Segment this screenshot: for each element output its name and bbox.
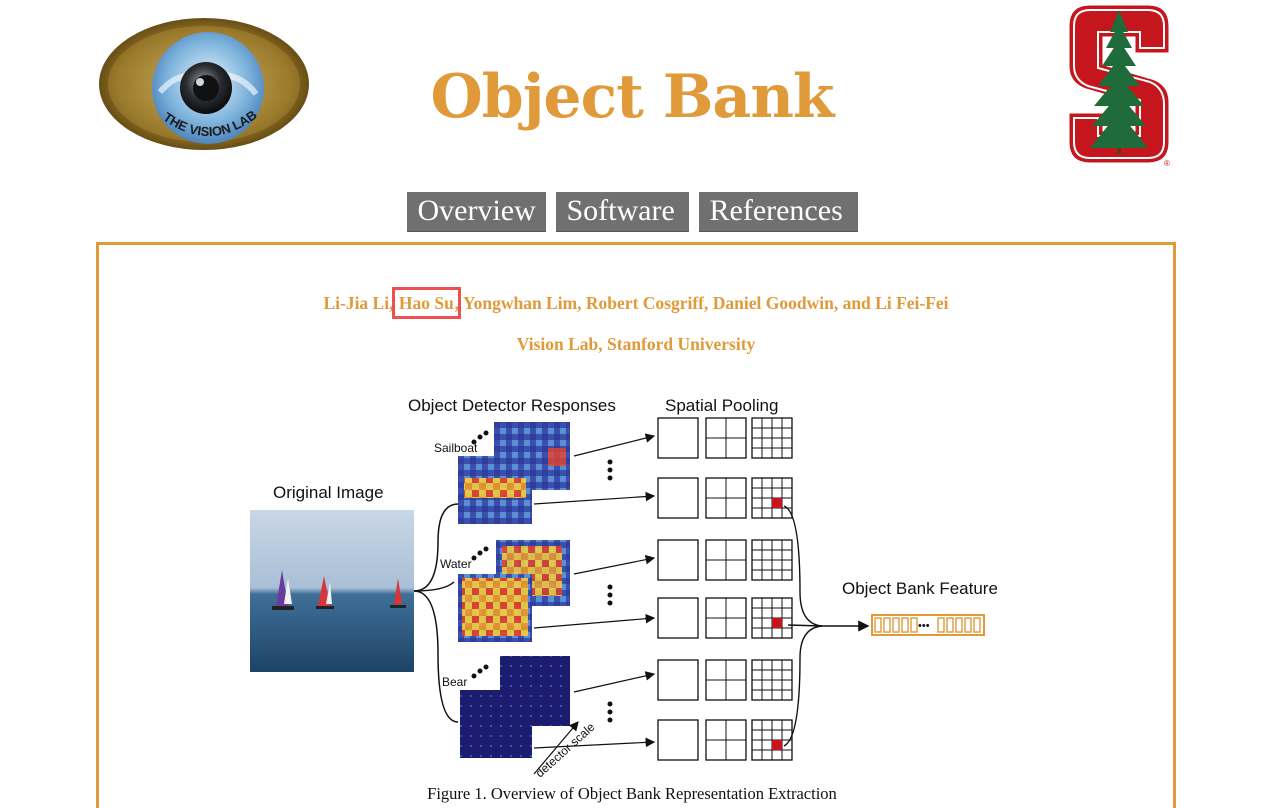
main-nav: Overview Software References [0, 192, 1264, 231]
feature-cell [964, 617, 972, 633]
nav-software[interactable]: Software [555, 192, 689, 231]
feature-cell [883, 617, 891, 633]
content-box: Li-Jia Li, Hao Su, Yongwhan Lim, Robert … [96, 242, 1176, 808]
affiliation: Vision Lab, Stanford University [516, 334, 756, 354]
pooling-grid-1x1 [657, 597, 699, 639]
pooling-grid-1x1 [657, 539, 699, 581]
row-label-sailboat: Sailboat [434, 441, 478, 455]
pooling-cell-highlight [772, 740, 782, 750]
label-object-bank-feature: Object Bank Feature [842, 579, 998, 598]
feature-cell [937, 617, 945, 633]
pooling-grid-1x1 [657, 659, 699, 701]
pooling-grid-1x1 [657, 417, 699, 459]
authors-before: Li-Jia Li, [323, 293, 398, 313]
spatial-pooling-grids [657, 417, 793, 761]
svg-text:•••: ••• [918, 620, 930, 632]
feature-cell [910, 617, 918, 633]
pooling-grid-1x1 [657, 719, 699, 761]
pooling-grid-1x1 [657, 477, 699, 519]
authors-after: , Yongwhan Lim, Robert Cosgriff, Daniel … [454, 293, 949, 313]
pooling-cell-highlight [772, 618, 782, 628]
figure-caption: Figure 1. Overview of Object Bank Repres… [427, 784, 837, 803]
more-dots-icon [471, 664, 489, 679]
label-spatial-pooling: Spatial Pooling [665, 396, 778, 415]
feature-cell [892, 617, 900, 633]
object-bank-figure: Object Detector Responses Spatial Poolin… [248, 392, 1018, 784]
feature-cell [874, 617, 882, 633]
author-list: Li-Jia Li, Hao Su, Yongwhan Lim, Robert … [99, 287, 1173, 319]
label-detector-scale: detector scale [533, 720, 598, 781]
redwood-tree-icon [1090, 10, 1148, 154]
feature-cell [973, 617, 981, 633]
vision-lab-logo[interactable]: THE VISION LAB [98, 14, 312, 154]
row-label-water: Water [440, 557, 472, 571]
registered-mark: ® [1164, 159, 1170, 168]
original-image-sailboats [250, 510, 414, 672]
feature-cell [901, 617, 909, 633]
heatmap-bear-front [460, 690, 532, 758]
author-hao-su[interactable]: Hao Su [391, 287, 461, 319]
more-dots-icon [471, 546, 489, 561]
label-original-image: Original Image [273, 483, 384, 502]
pooling-cell-highlight [772, 498, 782, 508]
feature-cell [946, 617, 954, 633]
row-label-bear: Bear [442, 675, 467, 689]
label-detector-responses: Object Detector Responses [408, 396, 616, 415]
more-dots-icon [471, 430, 489, 445]
stanford-logo[interactable]: ® [1064, 2, 1174, 168]
feature-cell [955, 617, 963, 633]
object-bank-feature-vector: ••• [871, 614, 985, 636]
page-title: Object Bank [430, 62, 834, 132]
nav-references[interactable]: References [698, 192, 858, 231]
nav-overview[interactable]: Overview [406, 192, 546, 231]
